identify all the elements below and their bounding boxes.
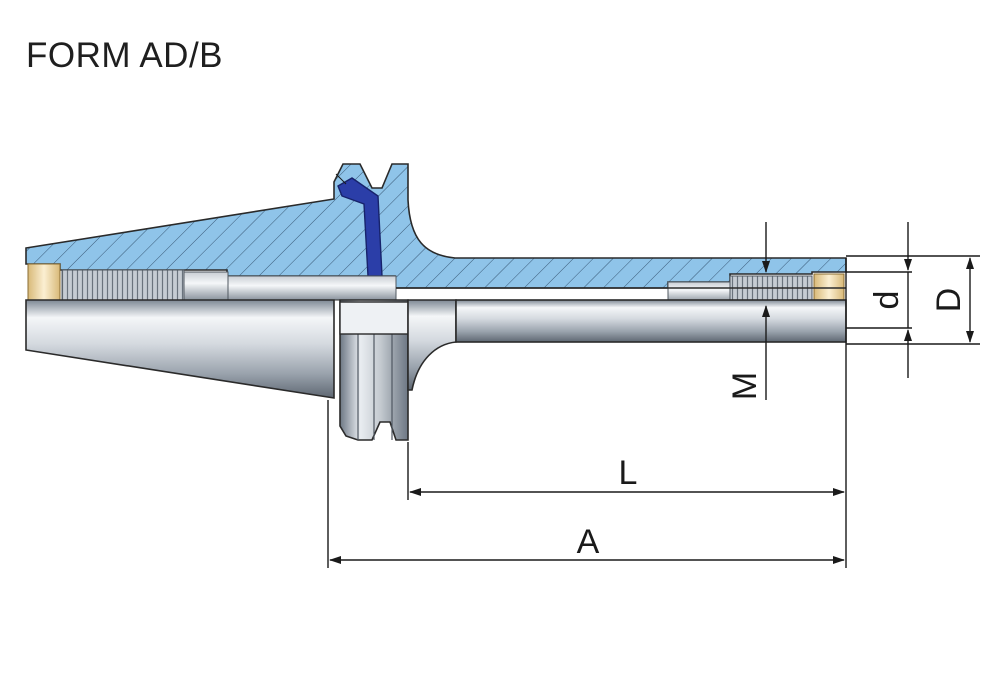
section-hatched-body bbox=[25, 163, 847, 289]
front-brass-stop bbox=[27, 263, 61, 301]
dim-d-label: d bbox=[868, 291, 906, 310]
taper-cone bbox=[25, 299, 335, 399]
extension-shank bbox=[455, 299, 847, 343]
front-bore bbox=[183, 271, 229, 301]
drive-slot bbox=[339, 301, 409, 335]
dim-L-label: L bbox=[619, 454, 638, 492]
front-thread bbox=[61, 269, 185, 301]
dim-M-label: M bbox=[726, 372, 764, 400]
dim-D-label: D bbox=[930, 288, 968, 313]
mid-bore bbox=[227, 275, 397, 301]
neck bbox=[407, 299, 457, 391]
diagram-title: FORM AD/B bbox=[26, 36, 224, 75]
dim-A-label: A bbox=[577, 523, 600, 561]
rear-bore bbox=[667, 281, 731, 303]
